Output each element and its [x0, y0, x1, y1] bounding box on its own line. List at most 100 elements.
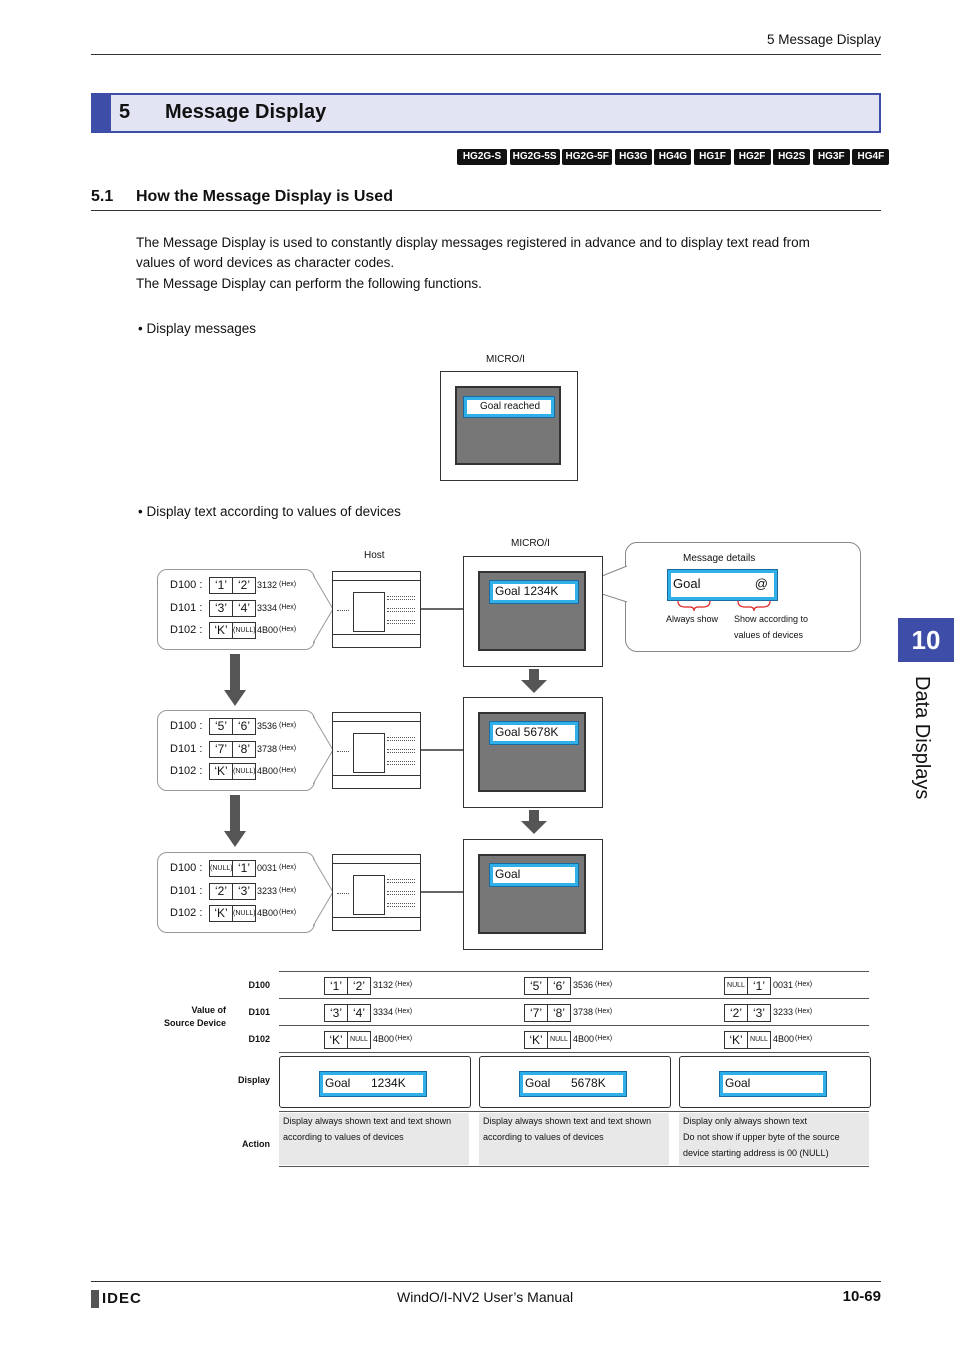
model-chip: HG2G-5S — [509, 149, 560, 165]
char-cell: (NULL) — [232, 622, 256, 639]
table-hex-unit: (Hex) — [595, 1035, 613, 1042]
hex-value: 4B00 — [257, 908, 279, 918]
table-rule — [279, 1025, 869, 1026]
char-cell: ‘8’ — [232, 740, 256, 758]
table-message-value: 1234K — [371, 1076, 406, 1090]
action-text: Display only always shown text — [683, 1116, 808, 1126]
action-text: Do not show if upper byte of the source — [683, 1132, 840, 1142]
char-cell: ‘K’ — [209, 763, 233, 780]
device-name: D102 : — [170, 765, 203, 777]
char-cell: (NULL) — [232, 905, 256, 922]
table-hex-unit: (Hex) — [595, 1008, 613, 1015]
char-cell: ‘K’ — [209, 622, 233, 639]
device-name: D102 : — [170, 624, 203, 636]
running-header: 5 Message Display — [766, 32, 881, 47]
hex-value: 0031 — [257, 863, 278, 873]
char-cell: ‘2’ — [232, 577, 256, 594]
intro-line-3: The Message Display can perform the foll… — [136, 276, 482, 291]
device-name: D102 : — [170, 907, 203, 919]
table-char-cell: ‘1’ — [324, 977, 348, 995]
tbl-label-source-device: Source Device — [163, 1018, 226, 1028]
hex-unit: (Hex) — [279, 626, 297, 633]
header-rule — [91, 54, 881, 55]
table-hex: 0031 — [773, 980, 794, 990]
action-text: Display always shown text and text shown — [283, 1116, 452, 1126]
tbl-label-action: Action — [242, 1139, 270, 1149]
svg-text:Data Displays: Data Displays — [911, 676, 933, 799]
page-number: 10-69 — [842, 1288, 881, 1305]
hex-value: 3738 — [257, 743, 278, 754]
device-name: D100 : — [170, 862, 203, 874]
table-hex: 3233 — [773, 1007, 794, 1017]
hex-unit: (Hex) — [279, 909, 297, 916]
details-at-text: @ — [754, 576, 768, 591]
screen-message-box: Goal 5678K — [489, 721, 579, 745]
device-name: D100 : — [170, 579, 203, 591]
hex-unit: (Hex) — [279, 722, 297, 729]
hex-value: 3132 — [257, 580, 278, 590]
screen-message-text: Goal — [493, 867, 575, 883]
table-hex: 3536 — [573, 980, 594, 990]
model-chip: HG1F — [694, 149, 731, 165]
table-char-cell: NULL — [347, 1031, 371, 1049]
bullet-display-messages: • Display messages — [138, 321, 257, 336]
table-char-cell: ‘3’ — [747, 1004, 771, 1022]
table-char-cell: ‘4’ — [347, 1004, 371, 1022]
section-title: Message Display — [165, 101, 327, 123]
idec-logo-mark — [91, 1290, 99, 1308]
model-chip: HG2G-S — [457, 149, 507, 165]
action-text: according to values of devices — [483, 1132, 604, 1142]
action-text: Display always shown text and text shown — [483, 1116, 652, 1126]
section-title-bar — [91, 93, 881, 133]
table-hex: 4B00 — [573, 1034, 595, 1044]
micro-screen — [463, 556, 603, 667]
hex-value: 3233 — [257, 885, 278, 896]
table-hex: 3132 — [373, 980, 394, 990]
device-name: D101 : — [170, 884, 203, 897]
subsection-rule — [91, 210, 881, 211]
table-char-cell: NULL — [547, 1031, 571, 1049]
device-name: D101 : — [170, 601, 203, 614]
char-cell: ‘5’ — [209, 718, 233, 735]
idec-logo: IDEC — [102, 1290, 142, 1307]
hex-unit: (Hex) — [279, 744, 297, 752]
hex-unit: (Hex) — [279, 581, 297, 588]
table-message-box: Goal — [719, 1071, 827, 1097]
char-cell: ‘1’ — [232, 860, 256, 877]
details-braces — [677, 600, 771, 612]
manual-title: WindO/I-NV2 User’s Manual — [397, 1289, 574, 1305]
message-details-title: Message details — [683, 553, 756, 564]
table-message-box: Goal 1234K — [319, 1071, 427, 1097]
display-cell — [479, 1056, 671, 1108]
table-char-cell: ‘2’ — [724, 1004, 748, 1022]
table-char-cell: ‘2’ — [347, 977, 371, 995]
section-number: 5 — [119, 101, 131, 123]
table-rule — [279, 1166, 869, 1167]
fig1-message-box: Goal reached — [463, 396, 555, 418]
table-rule — [279, 971, 869, 972]
screen-message-text: Goal 1234K — [493, 584, 575, 600]
message-details-callout — [625, 542, 861, 652]
right-arrow-2 — [521, 810, 547, 834]
fig2-micro-label: MICRO/I — [511, 538, 550, 549]
table-char-cell: ‘K’ — [524, 1031, 548, 1049]
hex-unit: (Hex) — [279, 864, 297, 871]
details-goal-text: Goal — [673, 576, 701, 591]
table-hex: 3334 — [373, 1007, 394, 1017]
screen-message-box: Goal 1234K — [489, 580, 579, 604]
table-message-inner: Goal — [723, 1075, 823, 1093]
message-details-inner: Goal @ — [671, 573, 774, 597]
fig1-message-text: Goal reached — [467, 400, 551, 414]
table-char-cell: ‘7’ — [524, 1004, 548, 1022]
table-char-cell: ‘5’ — [524, 977, 548, 995]
table-message-goal: Goal — [525, 1076, 551, 1090]
action-cell-bg — [679, 1113, 869, 1165]
char-cell: (NULL) — [209, 860, 233, 877]
intro-line-1: The Message Display is used to constantl… — [136, 235, 810, 250]
action-cell-bg — [279, 1113, 469, 1165]
table-message-goal: Goal — [325, 1076, 351, 1090]
char-cell: ‘4’ — [232, 599, 256, 617]
table-message-inner: Goal 1234K — [323, 1075, 423, 1093]
action-text: according to values of devices — [283, 1132, 404, 1142]
table-char-cell: NULL — [724, 977, 748, 995]
